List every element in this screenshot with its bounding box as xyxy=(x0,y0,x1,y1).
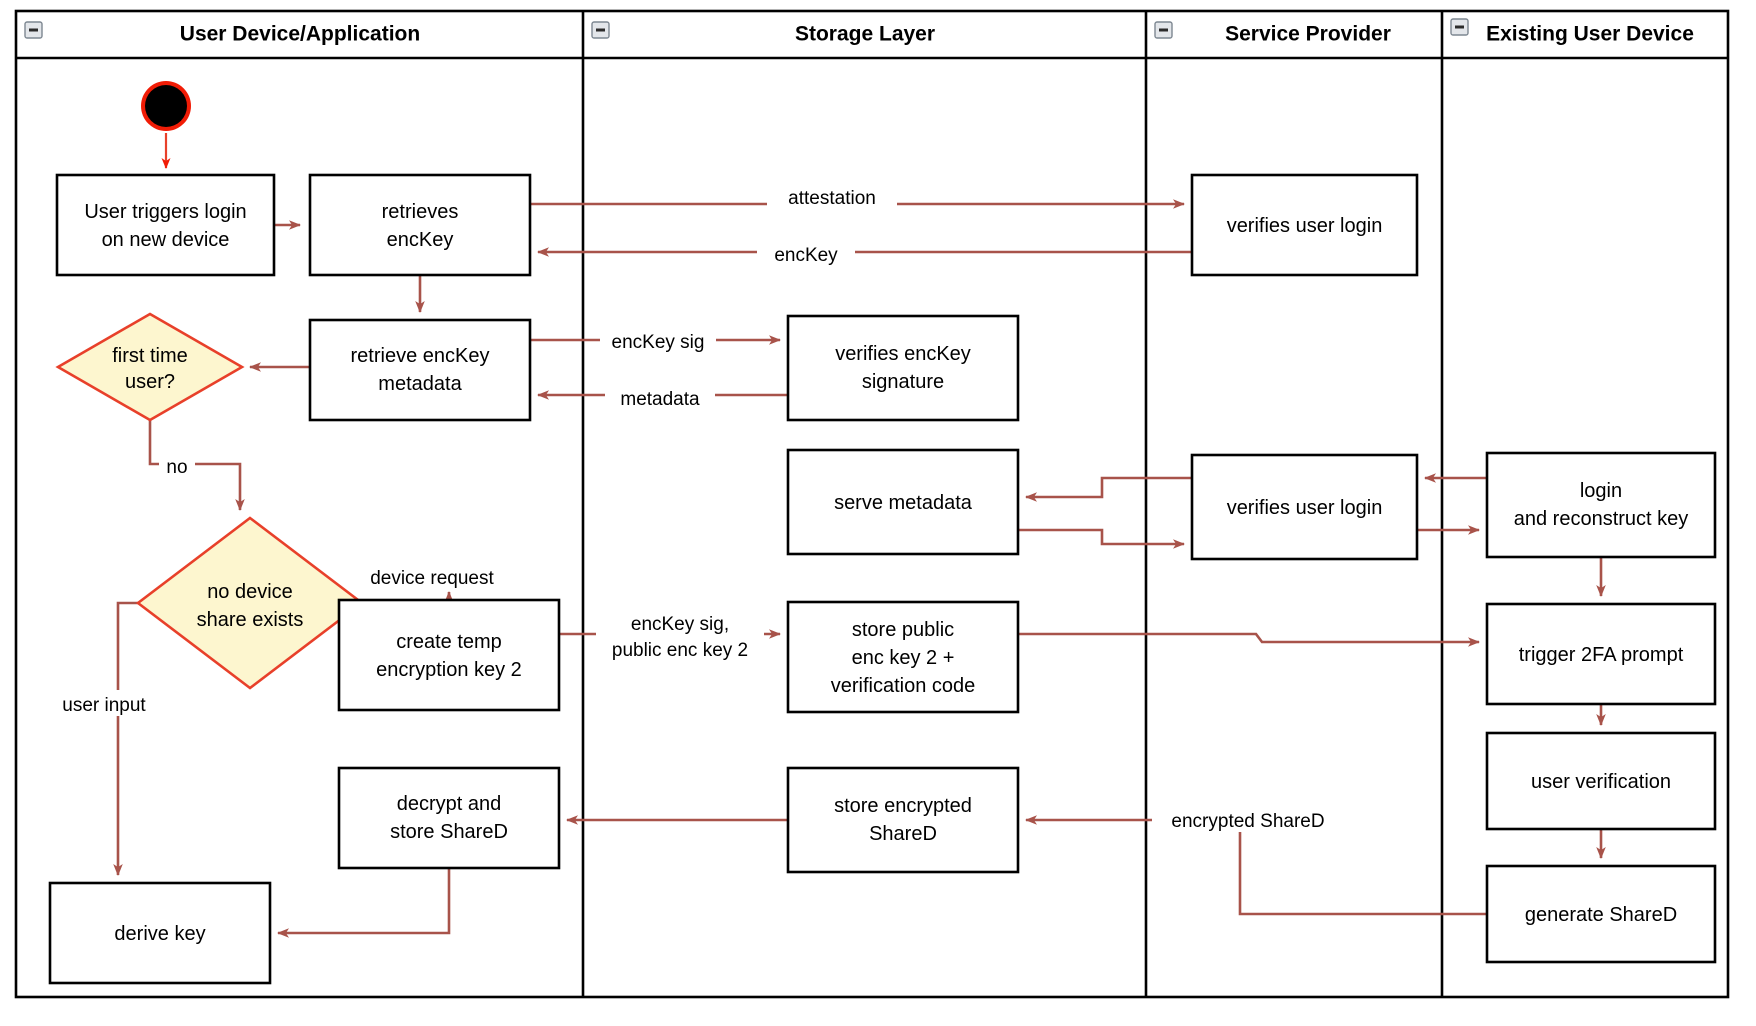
edge-sp-to-serve-metadata xyxy=(1025,476,1192,502)
activity-verifies-user-login-1[interactable]: verifies user login xyxy=(1190,173,1419,277)
activity-verifies-user-login-2[interactable]: verifies user login xyxy=(1190,453,1419,561)
decision-label-line: no device xyxy=(207,581,293,603)
activity-label-line: retrieve encKey xyxy=(351,345,490,367)
activity-label-line: signature xyxy=(862,371,944,393)
activity-serve-metadata[interactable]: serve metadata xyxy=(786,448,1020,556)
activity-label-line: verifies user login xyxy=(1227,497,1383,519)
svg-text:public enc key 2: public enc key 2 xyxy=(612,640,748,661)
lane-header-service-provider[interactable]: Service Provider xyxy=(1154,21,1391,46)
minus-icon[interactable] xyxy=(1450,18,1469,36)
activity-label-line: login xyxy=(1580,480,1622,502)
edge-label-enckey-sig-public-enc-key-2: encKey sig, public enc key 2 xyxy=(596,609,764,661)
svg-text:encKey: encKey xyxy=(774,245,838,266)
lane-header-storage-layer[interactable]: Storage Layer xyxy=(591,21,935,46)
decision-label-line: first time xyxy=(112,345,188,367)
activity-login-and-reconstruct-key[interactable]: login and reconstruct key xyxy=(1485,451,1717,559)
decision-no-device-share-exists[interactable]: no device share exists xyxy=(135,516,365,690)
activity-label-line: retrieves xyxy=(382,201,459,223)
activity-decrypt-and-store-shared[interactable]: decrypt and store ShareD xyxy=(337,766,561,870)
activity-label-line: verification code xyxy=(831,675,976,697)
edge-decrypt-to-derive-key xyxy=(277,868,451,938)
edge-label-metadata: metadata xyxy=(605,384,715,410)
minus-icon[interactable] xyxy=(591,21,610,39)
lane-title-existing-user-device: Existing User Device xyxy=(1486,23,1694,46)
edge-labels: attestation encKey encKey sig metadata d… xyxy=(48,183,1344,832)
activity-label-line: verifies user login xyxy=(1227,215,1383,237)
edge-label-enckey-sig: encKey sig xyxy=(600,327,716,353)
start-node xyxy=(141,81,191,131)
activity-retrieves-enckey[interactable]: retrieves encKey xyxy=(308,173,532,277)
activity-label-line: on new device xyxy=(102,229,230,251)
activity-label-line: and reconstruct key xyxy=(1514,508,1689,530)
activity-user-verification[interactable]: user verification xyxy=(1485,731,1717,831)
decision-first-time-user[interactable]: first time user? xyxy=(55,312,245,422)
activity-label-line: store ShareD xyxy=(390,821,508,843)
activity-label-line: user verification xyxy=(1531,771,1671,793)
lane-title-service-provider: Service Provider xyxy=(1225,23,1391,46)
activity-label-line: ShareD xyxy=(869,823,937,845)
edge-label-attestation: attestation xyxy=(767,183,897,209)
activity-label-line: derive key xyxy=(114,923,205,945)
edge-label-enckey-return: encKey xyxy=(757,240,855,266)
svg-text:attestation: attestation xyxy=(788,188,876,209)
lane-header-existing-user-device[interactable]: Existing User Device xyxy=(1450,18,1694,46)
lane-title-storage-layer: Storage Layer xyxy=(795,23,935,46)
activity-label-line: metadata xyxy=(378,373,462,395)
decision-label-line: user? xyxy=(125,371,175,393)
activity-label-line: decrypt and xyxy=(397,793,502,815)
edge-user-input xyxy=(113,601,138,876)
svg-text:no: no xyxy=(166,457,187,478)
lane-title-user-device: User Device/Application xyxy=(180,23,420,46)
svg-text:metadata: metadata xyxy=(620,389,700,410)
edge-label-encrypted-shared: encrypted ShareD xyxy=(1152,806,1344,832)
svg-text:user input: user input xyxy=(62,695,146,716)
svg-text:encKey sig,: encKey sig, xyxy=(631,614,729,635)
minus-icon[interactable] xyxy=(1154,21,1173,39)
activity-label-line: encKey xyxy=(387,229,454,251)
svg-text:device request: device request xyxy=(370,568,494,589)
activity-label-line: serve metadata xyxy=(834,492,973,514)
edge-label-user-input: user input xyxy=(48,690,160,716)
activity-derive-key[interactable]: derive key xyxy=(48,881,272,985)
activity-label-line: encryption key 2 xyxy=(376,659,522,681)
activity-store-encrypted-shared[interactable]: store encrypted ShareD xyxy=(786,766,1020,874)
edge-serve-metadata-to-sp xyxy=(1018,528,1185,549)
activity-label-line: enc key 2 + xyxy=(852,647,955,669)
svg-text:encKey sig: encKey sig xyxy=(612,332,705,353)
activity-label-line: store public xyxy=(852,619,954,641)
edge-label-no-branch: no xyxy=(159,452,195,478)
activity-label-line: verifies encKey xyxy=(835,343,971,365)
activity-generate-shared[interactable]: generate ShareD xyxy=(1485,864,1717,964)
edge-label-device-request: device request xyxy=(353,563,511,589)
activity-retrieve-enckey-metadata[interactable]: retrieve encKey metadata xyxy=(308,318,532,422)
edge-store-public-key-to-trigger-2fa xyxy=(1018,632,1480,647)
activity-create-temp-encryption-key-2[interactable]: create temp encryption key 2 xyxy=(337,598,561,712)
activity-verifies-enckey-signature[interactable]: verifies encKey signature xyxy=(786,314,1020,422)
activity-trigger-2fa-prompt[interactable]: trigger 2FA prompt xyxy=(1485,602,1717,706)
lane-header-user-device[interactable]: User Device/Application xyxy=(24,21,420,46)
svg-text:encrypted ShareD: encrypted ShareD xyxy=(1171,811,1324,832)
activity-label-line: store encrypted xyxy=(834,795,972,817)
activity-label-line: User triggers login xyxy=(84,201,246,223)
edge-generate-shared-riser xyxy=(1238,820,1487,916)
activity-label-line: trigger 2FA prompt xyxy=(1519,644,1684,666)
activity-label-line: generate ShareD xyxy=(1525,904,1677,926)
activity-label-line: create temp xyxy=(396,631,502,653)
activity-user-triggers-login[interactable]: User triggers login on new device xyxy=(55,173,276,277)
decision-label-line: share exists xyxy=(197,609,304,631)
minus-icon[interactable] xyxy=(24,21,43,39)
activity-store-public-enc-key-2[interactable]: store public enc key 2 + verification co… xyxy=(786,600,1020,714)
